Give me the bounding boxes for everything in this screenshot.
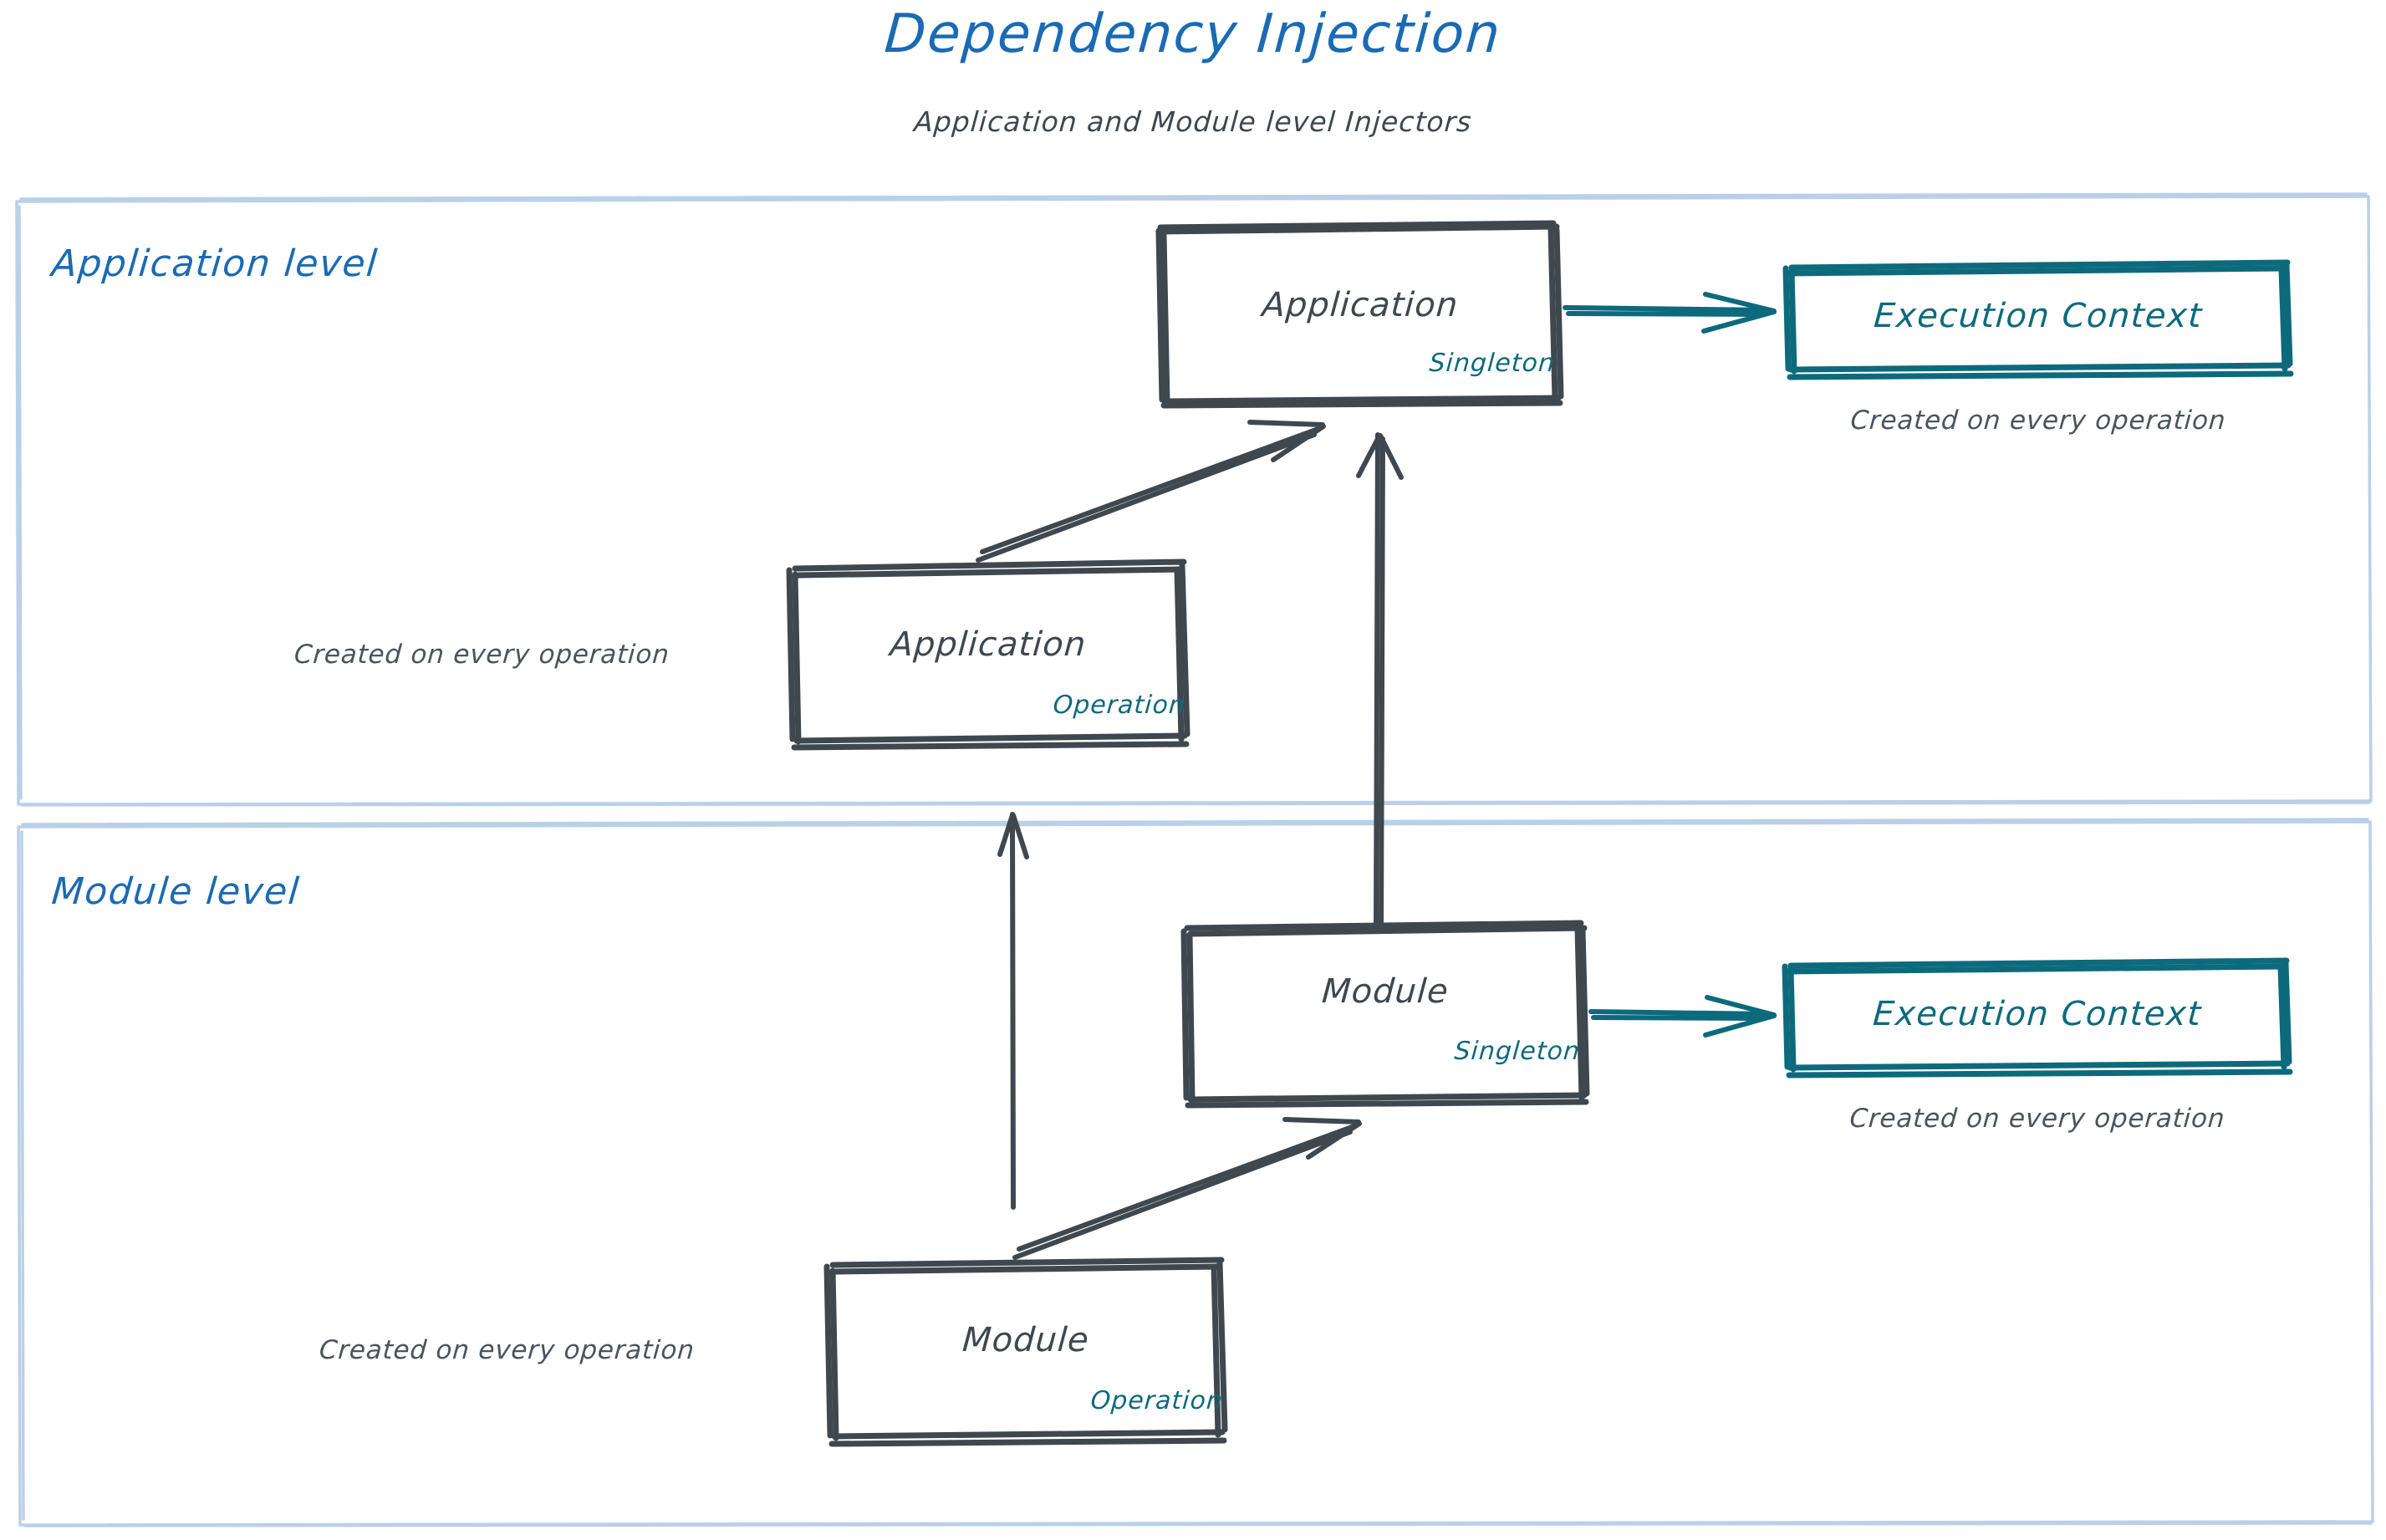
module-execution-context-title: Execution Context bbox=[1871, 995, 2204, 1033]
module-operation-box[interactable] bbox=[823, 1257, 1228, 1447]
module-operation-scope: Operation bbox=[1089, 1386, 1225, 1415]
arrow-app-singleton-to-context bbox=[1563, 292, 1777, 334]
application-singleton-scope: Singleton bbox=[1428, 349, 1557, 378]
arrow-module-operation-to-app-operation bbox=[997, 812, 1029, 1210]
module-operation-title: Module bbox=[961, 1321, 1091, 1359]
section-label-module-level: Module level bbox=[49, 870, 302, 913]
application-execution-context-box[interactable] bbox=[1782, 259, 2294, 380]
module-execution-context-note: Created on every operation bbox=[1848, 1104, 2226, 1134]
arrow-app-operation-to-app-singleton bbox=[976, 420, 1326, 563]
application-level-container bbox=[15, 192, 2373, 807]
module-singleton-box[interactable] bbox=[1180, 920, 1590, 1109]
application-operation-title: Application bbox=[889, 625, 1088, 664]
module-operation-note: Created on every operation bbox=[318, 1335, 696, 1365]
module-singleton-title: Module bbox=[1320, 972, 1450, 1011]
module-singleton-scope: Singleton bbox=[1453, 1037, 1582, 1066]
application-operation-box[interactable] bbox=[786, 558, 1190, 751]
application-operation-scope: Operation bbox=[1052, 691, 1187, 720]
module-level-container bbox=[17, 818, 2374, 1527]
application-execution-context-title: Execution Context bbox=[1872, 297, 2205, 335]
application-singleton-title: Application bbox=[1261, 286, 1460, 324]
arrow-module-singleton-to-context bbox=[1588, 995, 1777, 1038]
application-execution-context-note: Created on every operation bbox=[1849, 405, 2227, 436]
module-execution-context-box[interactable] bbox=[1782, 957, 2293, 1079]
arrow-module-singleton-to-app-singleton bbox=[1356, 432, 1404, 932]
arrow-module-operation-to-module-singleton bbox=[1012, 1117, 1362, 1260]
application-operation-note: Created on every operation bbox=[293, 640, 671, 670]
page-title: Dependency Injection bbox=[882, 3, 1504, 65]
application-singleton-box[interactable] bbox=[1155, 220, 1564, 409]
page-subtitle: Application and Module level Injectors bbox=[913, 105, 1473, 138]
section-label-application-level: Application level bbox=[49, 242, 380, 285]
